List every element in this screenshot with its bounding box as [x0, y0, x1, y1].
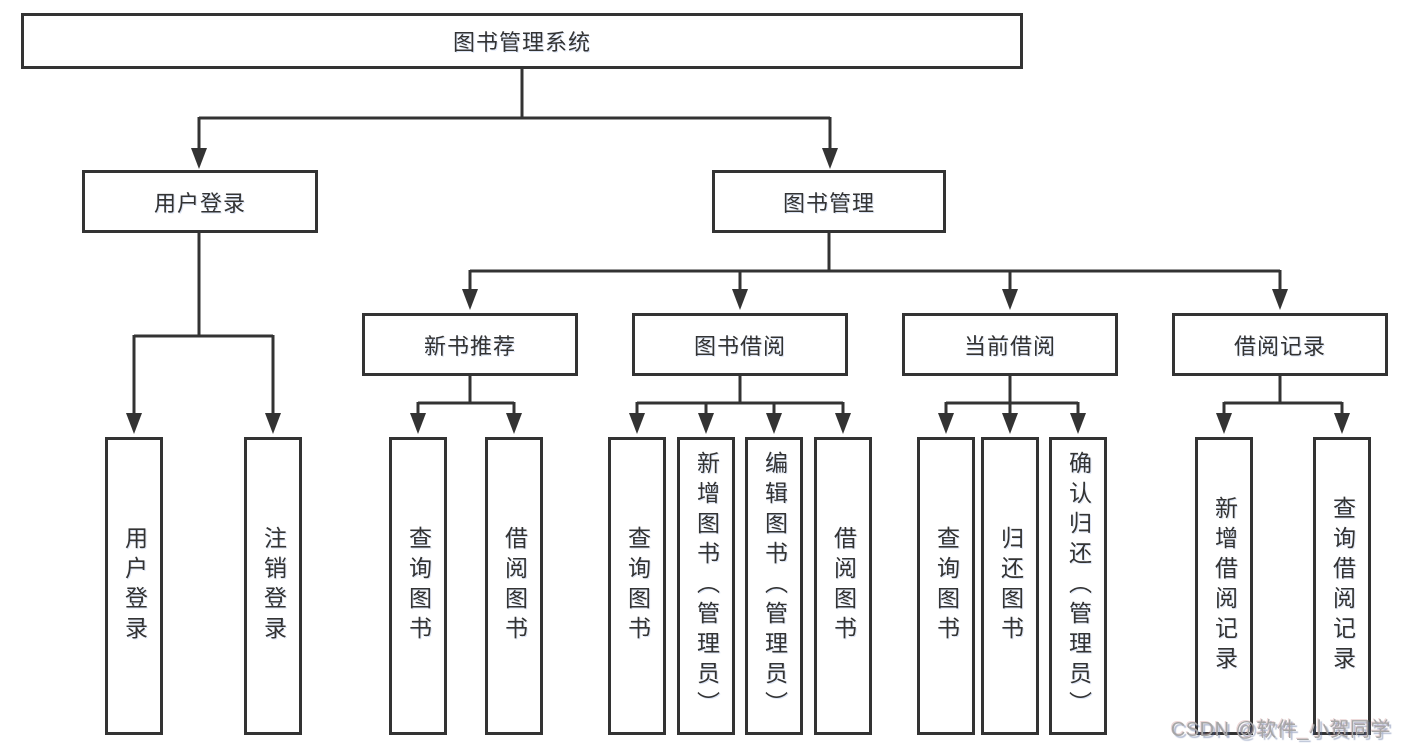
leaf-label: 注销登录 [260, 526, 287, 646]
leaf-cb-confirm-return-admin: 确认归还（管理员） [1049, 437, 1107, 735]
leaf-label: 借阅图书 [830, 526, 857, 646]
leaf-br-add-record: 新增借阅记录 [1195, 437, 1253, 735]
leaf-label: 查询图书 [405, 526, 432, 646]
leaf-bb-add-books-admin: 新增图书（管理员） [677, 437, 735, 735]
leaf-label: 新增借阅记录 [1211, 496, 1238, 676]
leaf-nb-query-books: 查询图书 [389, 437, 447, 735]
node-root-system: 图书管理系统 [21, 13, 1023, 69]
node-new-book-recommend: 新书推荐 [362, 313, 578, 376]
leaf-br-query-record: 查询借阅记录 [1313, 437, 1371, 735]
leaf-label: 借阅图书 [501, 526, 528, 646]
node-current-borrowing: 当前借阅 [902, 313, 1118, 376]
leaf-label: 查询图书 [624, 526, 651, 646]
leaf-bb-borrow-books: 借阅图书 [814, 437, 872, 735]
leaf-label: 编辑图书（管理员） [761, 451, 788, 721]
connector-lines [132, 68, 1344, 418]
leaf-label: 查询借阅记录 [1329, 496, 1356, 676]
leaf-cb-return-books: 归还图书 [981, 437, 1039, 735]
leaf-label: 确认归还（管理员） [1065, 451, 1092, 721]
leaf-label: 归还图书 [997, 526, 1024, 646]
leaf-bb-query-books: 查询图书 [608, 437, 666, 735]
csdn-watermark: CSDN @软件_小贺同学 [1170, 719, 1391, 741]
leaf-logout: 注销登录 [244, 437, 302, 735]
node-book-management: 图书管理 [712, 170, 946, 233]
leaf-bb-edit-books-admin: 编辑图书（管理员） [745, 437, 803, 735]
leaf-nb-borrow-books: 借阅图书 [485, 437, 543, 735]
node-borrowing-records: 借阅记录 [1172, 313, 1388, 376]
node-user-login: 用户登录 [82, 170, 318, 233]
leaf-label: 新增图书（管理员） [693, 451, 720, 721]
leaf-user-login: 用户登录 [105, 437, 163, 735]
arrowhead-icons [126, 148, 1350, 434]
leaf-label: 查询图书 [933, 526, 960, 646]
node-book-borrowing: 图书借阅 [632, 313, 848, 376]
leaf-cb-query-books: 查询图书 [917, 437, 975, 735]
leaf-label: 用户登录 [121, 526, 148, 646]
